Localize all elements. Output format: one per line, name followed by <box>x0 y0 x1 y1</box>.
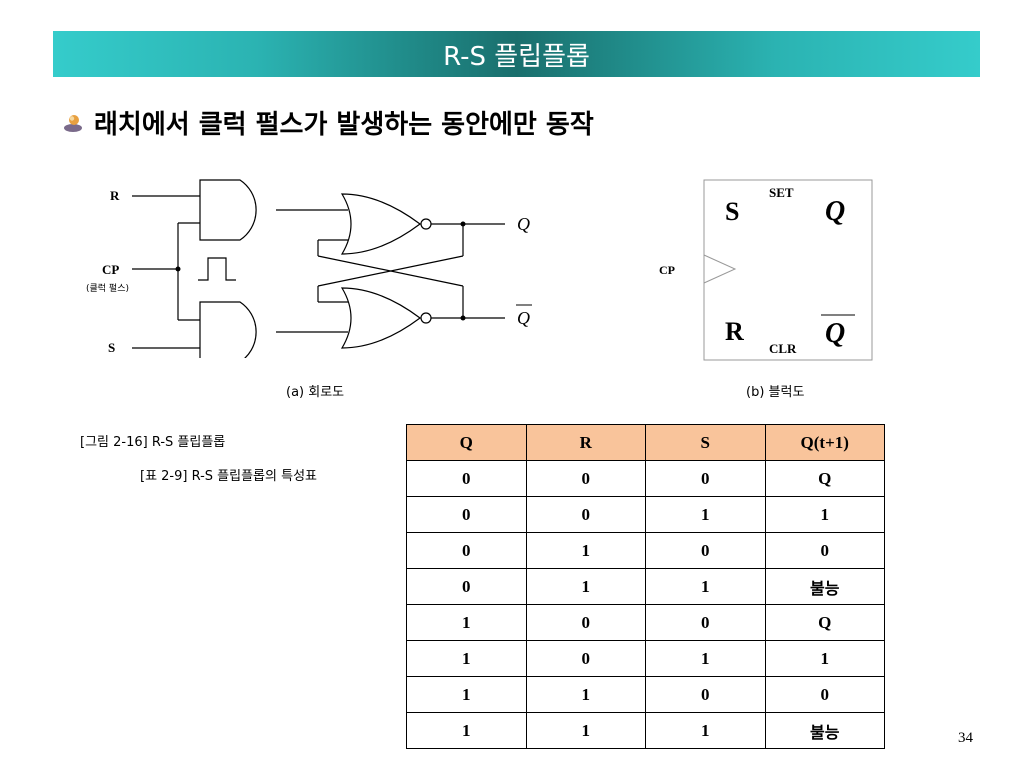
cell-r: 0 <box>525 496 646 533</box>
table-row: 0 0 1 1 <box>406 496 885 533</box>
cell-r: 0 <box>525 460 646 497</box>
cell-q: 1 <box>406 676 527 713</box>
cell-qnext: 1 <box>764 640 885 677</box>
cell-r: 0 <box>525 640 646 677</box>
truth-table: Q R S Q(t+1) 0 0 0 Q 0 0 1 1 0 1 0 0 0 1… <box>406 424 885 749</box>
table-row: 0 1 0 0 <box>406 532 885 569</box>
block-s-label: S <box>725 197 739 226</box>
title-bar: R-S 플립플롭 <box>53 31 980 77</box>
table-row: 1 1 1 불능 <box>406 712 885 749</box>
header-r: R <box>525 424 646 461</box>
circuit-diagram: R CP (클럭 펄스) S Q Q <box>86 179 532 358</box>
block-caption: (b) 블럭도 <box>746 385 805 400</box>
cell-q: 1 <box>406 604 527 641</box>
input-cp-label: CP <box>102 262 119 277</box>
bullet-line: 래치에서 클럭 펄스가 발생하는 동안에만 동작 <box>62 104 594 140</box>
page-number: 34 <box>958 730 973 746</box>
table-row: 1 0 1 1 <box>406 640 885 677</box>
slide-title: R-S 플립플롭 <box>443 41 590 72</box>
block-clr-label: CLR <box>769 341 797 356</box>
cell-r: 1 <box>525 676 646 713</box>
table-row: 0 1 1 불능 <box>406 568 885 605</box>
block-diagram: CP S SET Q R CLR Q <box>659 179 873 361</box>
cell-s: 1 <box>645 712 766 749</box>
block-r-label: R <box>725 317 744 346</box>
table-caption: [표 2-9] R-S 플립플롭의 특성표 <box>140 469 317 484</box>
block-cp-label: CP <box>659 263 675 277</box>
cell-qnext: 0 <box>764 532 885 569</box>
cell-s: 0 <box>645 460 766 497</box>
table-row: 1 1 0 0 <box>406 676 885 713</box>
cell-q: 0 <box>406 568 527 605</box>
block-qbar-label: Q <box>825 318 845 349</box>
table-row: 0 0 0 Q <box>406 460 885 497</box>
cell-q: 0 <box>406 460 527 497</box>
input-cp-note: (클럭 펄스) <box>86 282 129 294</box>
cell-r: 1 <box>525 532 646 569</box>
block-q-label: Q <box>825 196 845 227</box>
output-qbar-label: Q <box>517 308 530 328</box>
cell-qnext: 1 <box>764 496 885 533</box>
person-bullet-icon <box>64 115 82 132</box>
cell-qnext: Q <box>764 604 885 641</box>
block-set-label: SET <box>769 185 794 200</box>
cell-q: 1 <box>406 712 527 749</box>
bullet-text: 래치에서 클럭 펄스가 발생하는 동안에만 동작 <box>94 109 594 140</box>
figure-caption: [그림 2-16] R-S 플립플롭 <box>80 435 226 450</box>
cell-q: 1 <box>406 640 527 677</box>
table-header-row: Q R S Q(t+1) <box>406 424 885 461</box>
cell-qnext: 불능 <box>764 712 885 749</box>
output-q-label: Q <box>517 214 530 234</box>
cell-s: 1 <box>645 640 766 677</box>
header-q: Q <box>406 424 527 461</box>
input-s-label: S <box>108 340 115 355</box>
cell-qnext: Q <box>764 460 885 497</box>
cell-qnext: 0 <box>764 676 885 713</box>
cell-q: 0 <box>406 532 527 569</box>
input-r-label: R <box>110 188 120 203</box>
cell-s: 0 <box>645 532 766 569</box>
header-s: S <box>645 424 766 461</box>
cell-q: 0 <box>406 496 527 533</box>
cell-r: 0 <box>525 604 646 641</box>
cell-s: 0 <box>645 604 766 641</box>
cell-r: 1 <box>525 712 646 749</box>
cell-qnext: 불능 <box>764 568 885 605</box>
table-row: 1 0 0 Q <box>406 604 885 641</box>
cell-s: 0 <box>645 676 766 713</box>
cell-r: 1 <box>525 568 646 605</box>
cell-s: 1 <box>645 568 766 605</box>
header-qnext: Q(t+1) <box>764 424 885 461</box>
cell-s: 1 <box>645 496 766 533</box>
circuit-caption: (a) 회로도 <box>286 385 345 400</box>
